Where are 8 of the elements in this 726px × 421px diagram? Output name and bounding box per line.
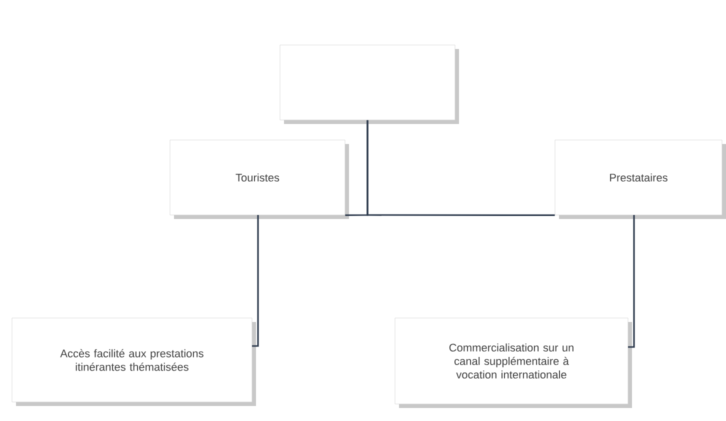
connector-line (366, 120, 555, 216)
connector-line (252, 215, 259, 347)
text-box: Touristes (170, 140, 349, 219)
text-box: Commercialisation sur un canal supplémentaire à vocation internationale (394, 318, 632, 408)
connector-line (628, 215, 635, 348)
empty-box (280, 44, 459, 124)
text-box: Prestataires (554, 140, 726, 219)
text-box: Accès facilité aux prestations itinérantes thématisées (12, 318, 256, 406)
